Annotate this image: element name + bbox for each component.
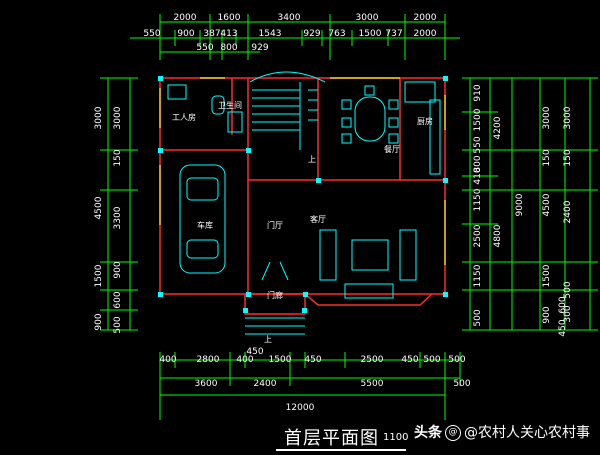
door-icon <box>261 261 289 281</box>
columns <box>158 76 448 313</box>
dimension-label: 400 <box>236 355 253 365</box>
car-icon <box>179 164 226 274</box>
dimension-label: 2000 <box>414 13 437 23</box>
dimension-label: 737 <box>385 29 402 39</box>
dimension-label: 900 <box>94 313 104 330</box>
dimension-label: 500 <box>453 379 470 389</box>
dimension-lines <box>100 14 598 420</box>
dimension-label: 450 <box>401 355 418 365</box>
dimension-label: 2500 <box>473 224 483 247</box>
dimension-label: 3000 <box>542 106 552 129</box>
dining-table-icon <box>354 96 386 142</box>
windows <box>159 77 446 265</box>
dimension-label: 900 <box>177 29 194 39</box>
staircase-icon <box>249 71 326 150</box>
dimension-label: 3000 <box>356 13 379 23</box>
coffee-table-icon <box>351 239 389 271</box>
dimension-label: 450 <box>304 355 321 365</box>
walls <box>159 77 446 315</box>
dimension-label: 550 <box>473 136 483 153</box>
dimension-label: 1600 <box>218 13 241 23</box>
dimension-label: 500 <box>113 316 123 333</box>
dimension-label: 3000 <box>563 106 573 129</box>
room-label-worker-room: 工人房 <box>172 112 196 122</box>
fixtures <box>167 71 441 335</box>
drawing-title: 首层平面图 <box>284 428 379 449</box>
sofa-left-icon <box>319 229 337 281</box>
dimension-label: 550 <box>143 29 160 39</box>
dimension-label: 4200 <box>493 116 503 139</box>
dimension-label: 1543 <box>259 29 282 39</box>
dimension-label: 600 <box>113 291 123 308</box>
dimension-total-right: 9000 <box>515 193 525 216</box>
room-label-dining-room: 餐厅 <box>384 145 400 154</box>
dimension-label: 3000 <box>94 106 104 129</box>
room-label-living-room: 客厅 <box>310 214 326 224</box>
room-label-up1: 上 <box>308 155 316 164</box>
room-label-porch: 门廊 <box>267 290 283 300</box>
dimension-label: 910 <box>473 84 483 101</box>
dimension-label: 5500 <box>361 379 384 389</box>
dimension-label: 1500 <box>359 29 382 39</box>
room-label-foyer: 门厅 <box>267 220 283 230</box>
dimension-label: 2400 <box>563 200 573 223</box>
dimension-label: 2800 <box>197 355 220 365</box>
dimension-label: 1500 <box>542 264 552 287</box>
dimension-label: 400 <box>159 355 176 365</box>
dimension-label: 450 <box>558 319 568 336</box>
dimension-label: 3000 <box>113 106 123 129</box>
dimension-label: 2400 <box>254 379 277 389</box>
dimension-label: 150 <box>563 149 573 166</box>
dimension-label: 3300 <box>113 206 123 229</box>
dimension-label: 929 <box>303 29 320 39</box>
room-label-kitchen: 厨房 <box>417 116 433 126</box>
dimension-label: 4500 <box>94 196 104 219</box>
entrance-steps-icon <box>245 317 305 335</box>
dimension-label: 300 <box>563 305 573 322</box>
dimension-label: 150 <box>542 149 552 166</box>
room-label-up2: 上 <box>264 335 272 344</box>
dimension-label: 2000 <box>414 29 437 39</box>
sofa-right-icon <box>399 229 417 281</box>
dimension-label: 2500 <box>361 355 384 365</box>
watermark-account: @农村人关心农村事 <box>464 425 590 441</box>
dimension-label: 3600 <box>195 379 218 389</box>
dimension-label: 2000 <box>174 13 197 23</box>
dimension-label: 900 <box>113 261 123 278</box>
dimension-label: 550 <box>196 43 213 53</box>
at-icon: @ <box>445 425 461 441</box>
dimension-label: 1500 <box>473 108 483 131</box>
dimension-label: 413 <box>220 29 237 39</box>
dimension-label: 4800 <box>493 224 503 247</box>
dimension-label: 3400 <box>278 13 301 23</box>
dimension-label: 1500 <box>94 264 104 287</box>
dimension-label: 500 <box>473 309 483 326</box>
dimension-label: 450 <box>246 347 263 357</box>
room-label-bathroom: 卫生间 <box>218 100 242 110</box>
dimension-total-bottom: 12000 <box>286 403 315 413</box>
dimension-label: 800 <box>473 155 483 172</box>
dimension-label: 150 <box>113 149 123 166</box>
dimension-label: 500 <box>423 355 440 365</box>
title-underline <box>276 449 406 451</box>
watermark: 头条@@农村人关心农村事 <box>414 422 590 442</box>
dimension-label: 1150 <box>473 188 483 211</box>
dimension-label: 600 <box>558 296 568 313</box>
dimension-label: 387 <box>203 29 220 39</box>
sofa-bottom-icon <box>344 283 394 299</box>
dimension-label: 800 <box>220 43 237 53</box>
dimension-label: 500 <box>448 355 465 365</box>
dimension-label: 1500 <box>269 355 292 365</box>
dimension-label: 4500 <box>542 193 552 216</box>
watermark-brand: 头条 <box>414 425 442 441</box>
drawing-scale: 1100 <box>383 432 409 443</box>
room-label-garage: 车库 <box>197 220 213 230</box>
dimension-label: 900 <box>542 306 552 323</box>
dimension-label: 500 <box>563 281 573 298</box>
dimension-label: 1150 <box>473 264 483 287</box>
dimension-label: 763 <box>328 29 345 39</box>
dimension-label: 410 <box>473 167 483 184</box>
dimension-label: 929 <box>251 43 268 53</box>
